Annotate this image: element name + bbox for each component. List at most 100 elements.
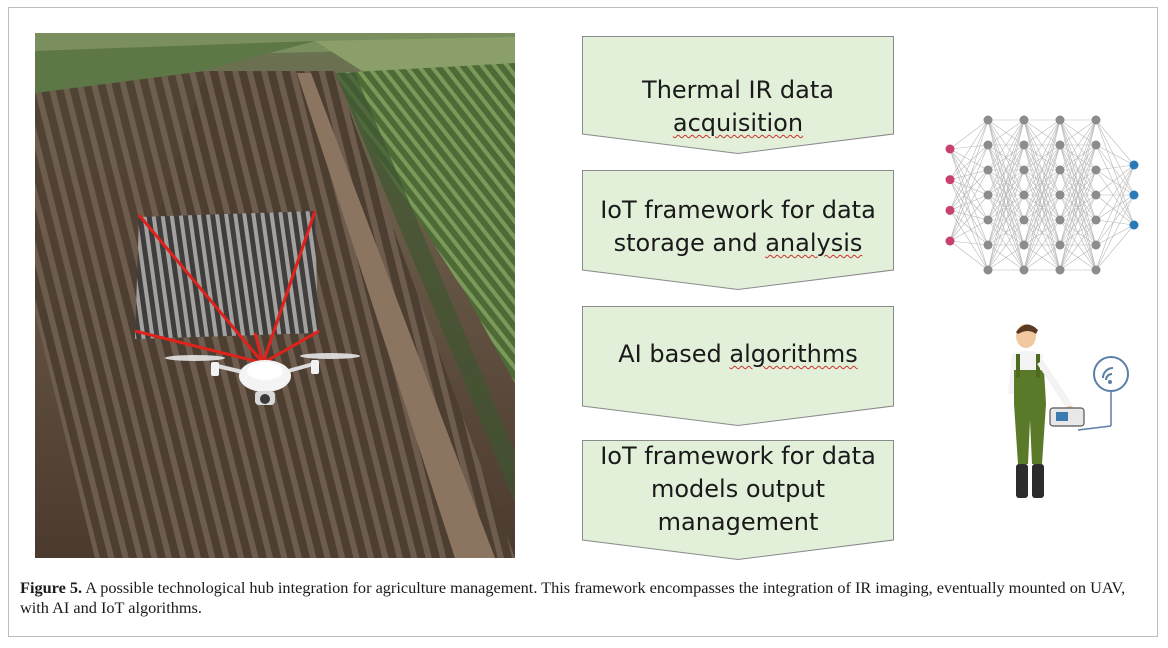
flow-step: Thermal IR data acquisition [582,36,894,155]
nn-edge [987,119,1025,146]
flow-step-text: management [657,508,819,536]
nn-node [1055,115,1065,125]
nn-edge [987,119,1025,171]
nn-edge [1059,119,1097,271]
nn-edge [949,144,989,150]
nn-edge [1095,164,1135,246]
nn-edge [1095,194,1135,226]
nn-edge [1059,119,1097,246]
nn-edge [949,179,989,246]
nn-edge [987,144,1025,271]
nn-edge [1095,194,1135,246]
flow-step-text: IoT framework for data [600,196,876,224]
nn-edge [1095,194,1135,221]
nn-edge [949,148,989,171]
flow-step-shape [582,440,894,561]
nn-edge [1095,119,1135,166]
nn-node [945,175,955,185]
nn-node [1055,165,1065,175]
nn-edge [949,179,989,196]
nn-edge [1095,164,1135,171]
nn-edge [949,210,989,246]
nn-edge [987,194,1025,271]
nn-edge [949,119,989,180]
nn-edge [1095,119,1135,226]
nn-node [1019,115,1029,125]
nn-edge [1095,164,1135,221]
nn-edge [1095,169,1135,226]
flow-step-line: Thermal IR data [582,74,894,107]
flow-step-shape [582,170,894,291]
nn-node [983,240,993,250]
nn-node [983,190,993,200]
nn-node [1129,190,1139,200]
nn-node [983,165,993,175]
nn-node [983,140,993,150]
nn-edge [949,210,989,221]
nn-edge [949,119,989,150]
nn-edge [1059,119,1097,196]
flow-step-text: IoT framework for data [600,442,876,470]
nn-node [945,144,955,154]
nn-edge [1095,194,1135,271]
flow-step: AI based algorithms [582,306,894,427]
nn-edge [1023,144,1061,271]
flow-step-line: storage and analysis [582,227,894,260]
nn-edge [949,219,989,242]
nn-node [1019,165,1029,175]
nn-edge [1023,169,1061,271]
drone-icon [165,353,360,405]
nn-node [1091,165,1101,175]
flow-step-label: Thermal IR data acquisition [582,74,894,140]
nn-edge [1023,119,1061,196]
nn-node [1019,265,1029,275]
flow-step-shape [582,306,894,427]
flow-step-text: analysis [765,229,863,257]
nn-node [1129,160,1139,170]
nn-edge [987,169,1025,271]
nn-edge [1059,144,1097,271]
nn-edge [1095,144,1135,196]
nn-edge [1023,244,1061,271]
nn-edge [1095,164,1135,196]
nn-node [1129,220,1139,230]
nn-node [1055,215,1065,225]
flow-step-text: algorithms [729,340,858,368]
nn-edge [1023,119,1061,171]
flow-step-line: IoT framework for data [582,194,894,227]
nn-edge [949,119,989,242]
nn-edge [1059,119,1097,171]
nn-node [1055,140,1065,150]
nn-edge [949,240,989,246]
nn-edge [949,169,989,211]
nn-edge [987,119,1025,221]
nn-node [1055,190,1065,200]
nn-edge [1059,169,1097,271]
flow-step-text: storage and [613,229,766,257]
nn-node [983,115,993,125]
flow-step-text: AI based [618,340,730,368]
nn-node [1091,190,1101,200]
nn-edge [987,219,1025,271]
flow-step-text: acquisition [672,109,804,137]
nn-edge [1023,219,1061,271]
neural-network-icon [945,115,1139,275]
nn-edge [949,119,989,211]
nn-edge [1095,224,1135,271]
nn-edge [1023,119,1061,146]
nn-edge [949,169,989,180]
nn-edge [949,148,989,196]
nn-node [1055,265,1065,275]
flow-step: IoT framework for data storage and analys… [582,170,894,291]
flow-step-line: models output [582,473,894,506]
farmer-with-tablet-icon [1008,324,1129,498]
nn-node [1019,190,1029,200]
caption-text: A possible technological hub integration… [20,578,1126,617]
nn-edge [987,119,1025,271]
flow-step-line: management [582,506,894,539]
nn-edge [1023,119,1061,246]
flow-step-text: Thermal IR data [642,76,834,104]
nn-node [1091,265,1101,275]
